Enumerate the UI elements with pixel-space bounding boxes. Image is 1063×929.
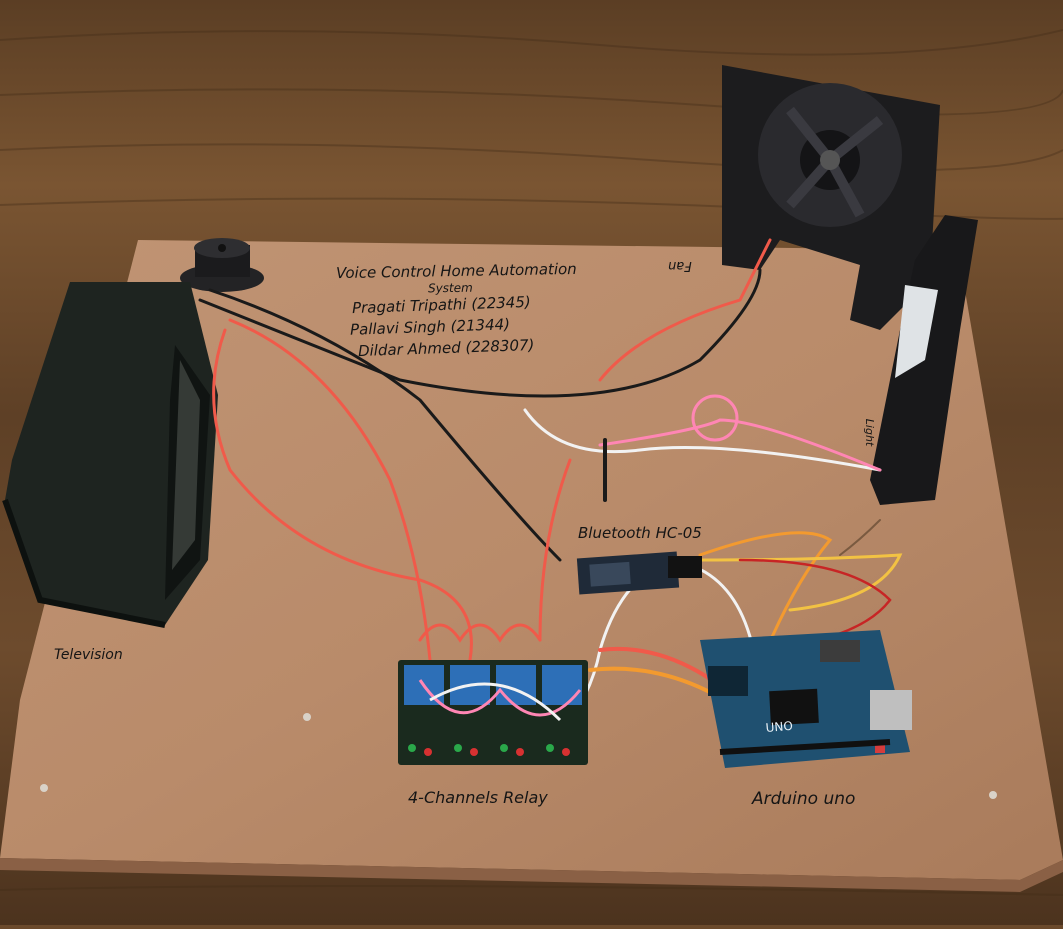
project-subtitle: System bbox=[427, 280, 473, 296]
fan-label: Fan bbox=[668, 258, 692, 273]
light-holder bbox=[870, 215, 978, 505]
arduino-logo-text: UNO bbox=[765, 719, 793, 735]
bluetooth-label: Bluetooth HC-05 bbox=[578, 524, 702, 542]
board-screws bbox=[40, 713, 997, 799]
bluetooth-module bbox=[576, 551, 702, 595]
light-label: Light bbox=[863, 418, 877, 447]
arduino-label: Arduino uno bbox=[752, 789, 856, 809]
television bbox=[2, 282, 218, 628]
arduino-board: UNO bbox=[700, 630, 912, 768]
fan bbox=[722, 65, 940, 330]
buzzer bbox=[180, 238, 264, 292]
relay-label: 4-Channels Relay bbox=[408, 788, 548, 807]
relay-leds bbox=[408, 744, 570, 756]
relay-module bbox=[398, 660, 588, 765]
television-label: Television bbox=[54, 647, 123, 663]
